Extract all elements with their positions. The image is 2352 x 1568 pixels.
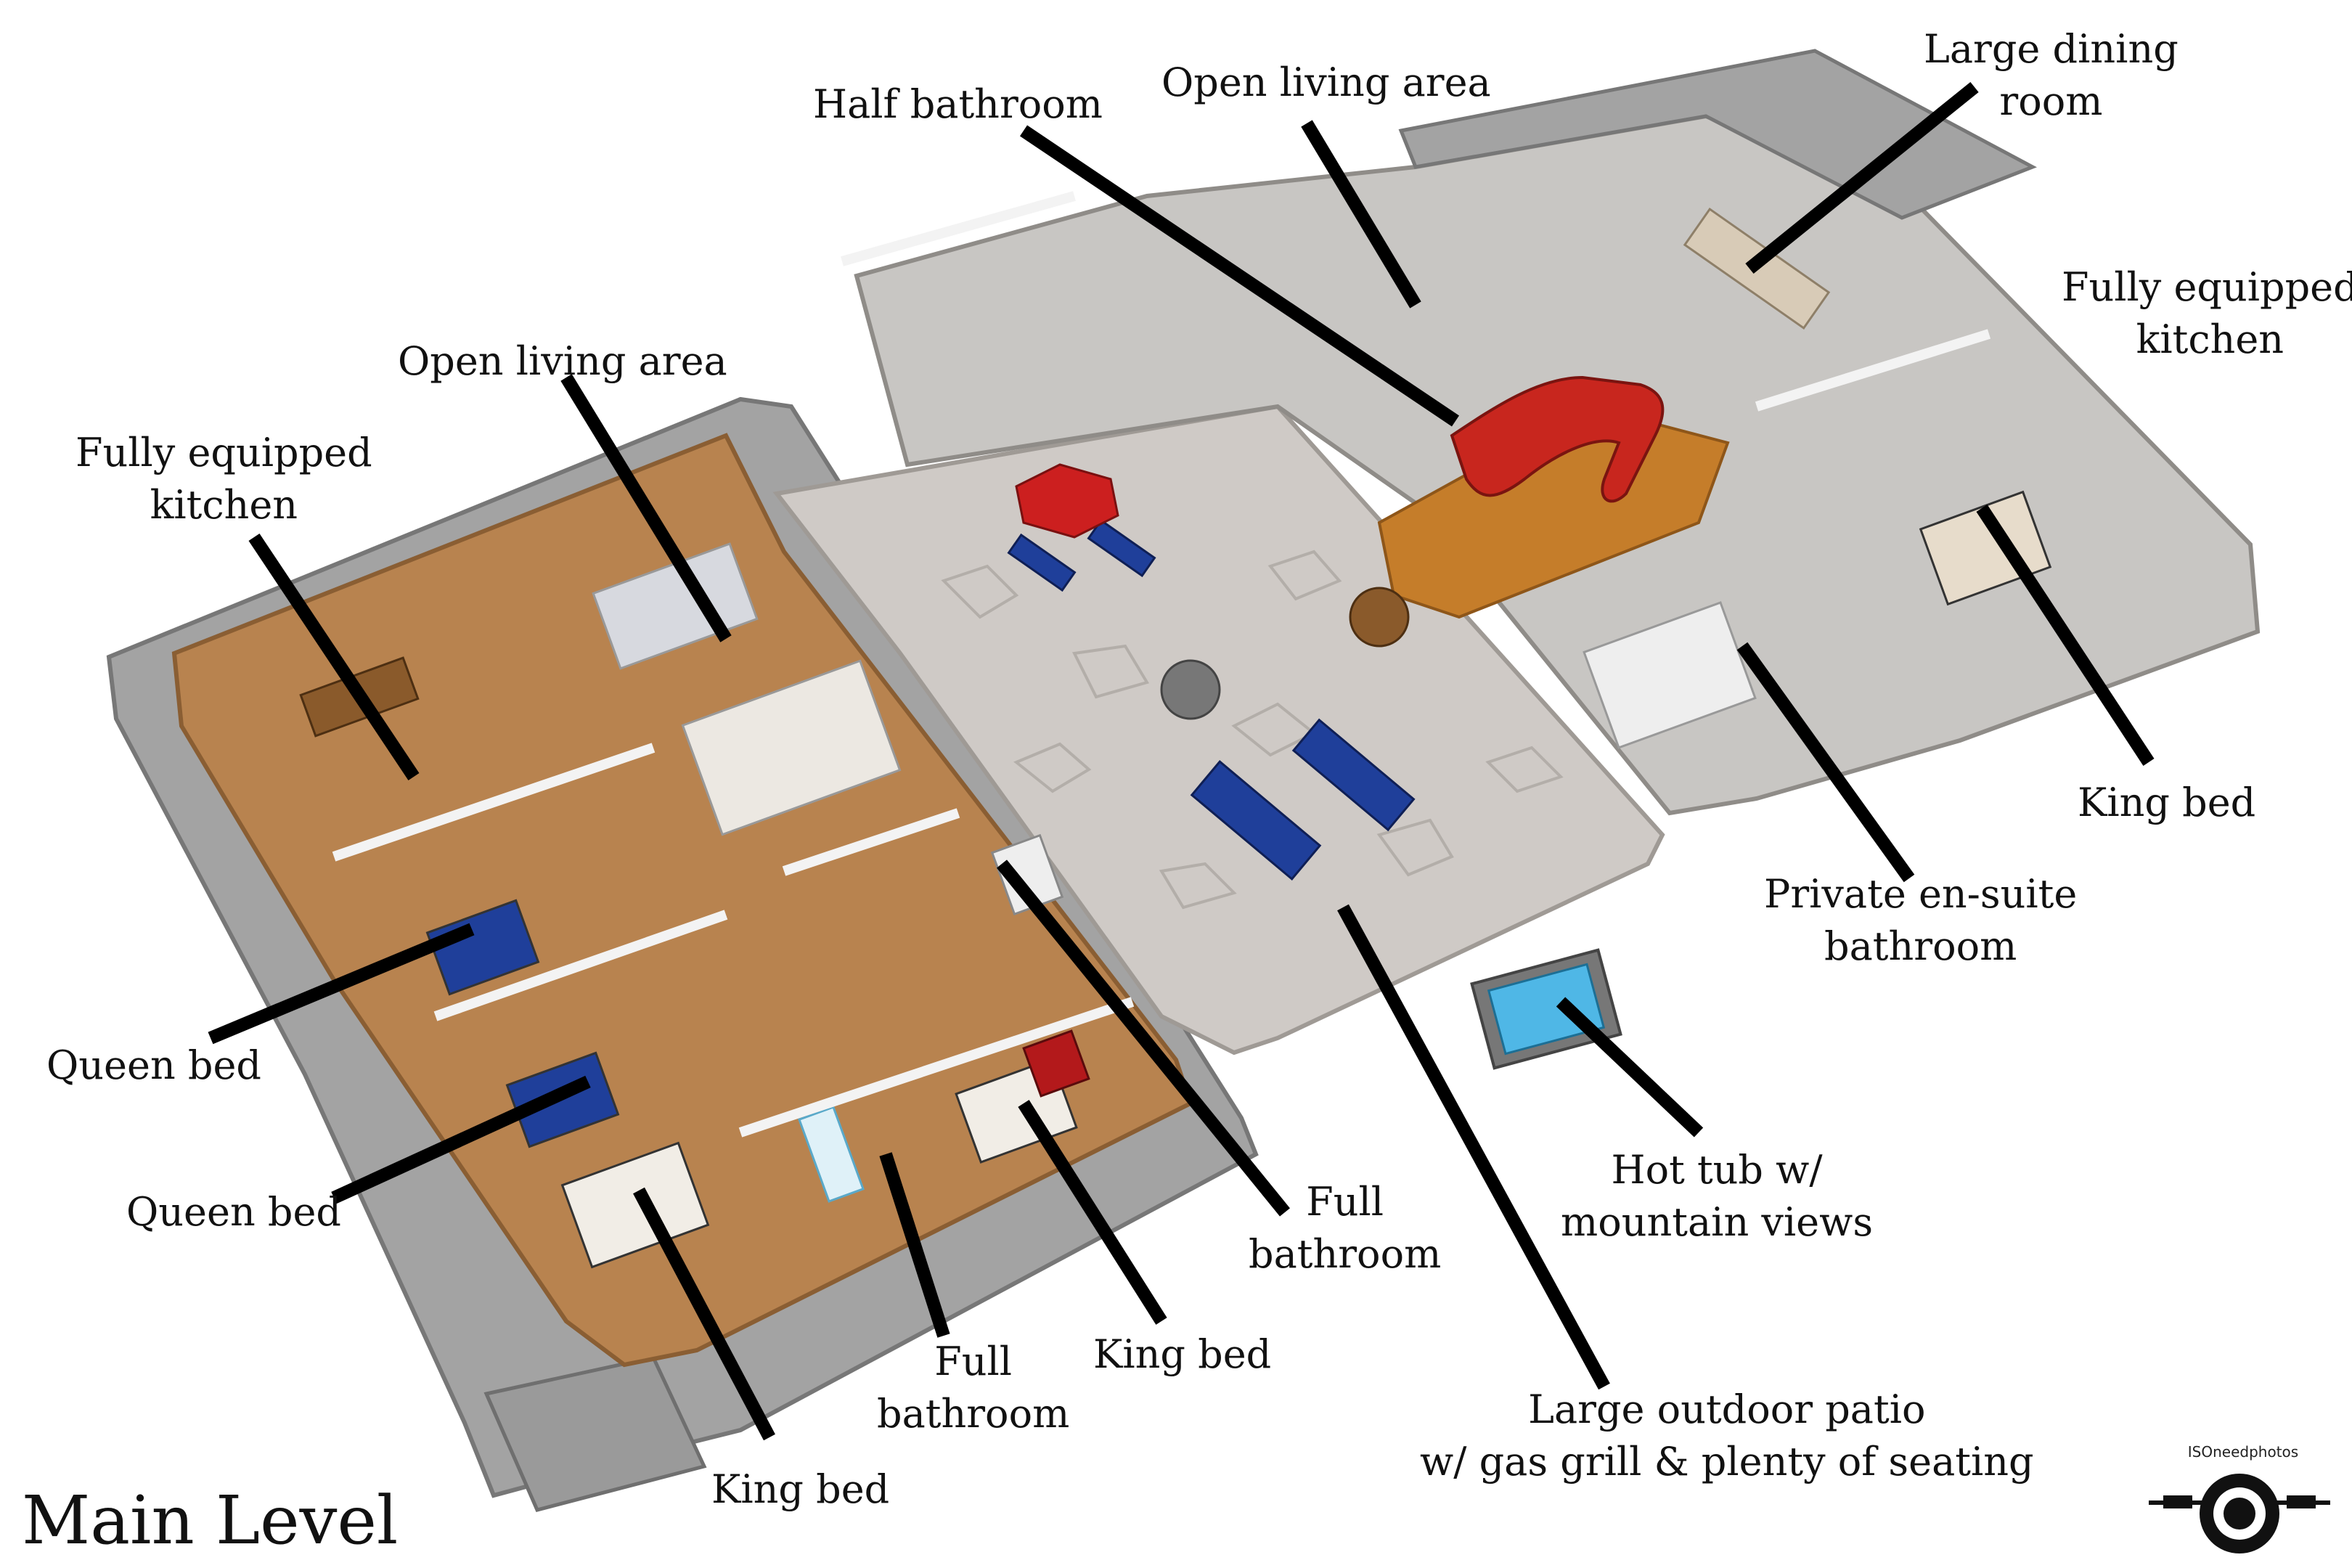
line-large-dining [1745,81,1979,274]
label-queen-bed-2: Queen bed [126,1189,341,1235]
leader-lines [208,81,2155,1441]
bath-tub-low [798,1106,865,1203]
upper-deck [1398,49,2037,220]
label-open-living-left: Open living area [398,338,727,384]
label-king-bed-low: King bed [711,1466,890,1512]
hot-tub-water [1487,963,1606,1055]
line-half-bath [1019,125,1460,427]
patio-table-1 [1160,659,1221,720]
patio-table-2 [1349,587,1410,648]
label-hot-tub: Hot tub w/mountain views [1561,1147,1874,1245]
red-kitchen-counter [1450,375,1665,503]
label-queen-bed-1: Queen bed [46,1042,261,1088]
wood-floor-left [171,433,1193,1368]
page-title: Main Level [22,1482,399,1559]
line-open-living-left [560,374,732,642]
line-patio [1337,904,1610,1390]
interior-walls [332,191,1991,1138]
patio-sofas [1007,518,1416,881]
stone-texture [941,550,1564,910]
living-rug-left [681,659,902,836]
line-queen-2 [331,1075,591,1204]
label-open-living-top: Open living area [1161,60,1491,105]
label-king-bed-right: King bed [2078,780,2256,825]
line-king-bed-low [633,1187,775,1441]
line-ensuite [1736,642,1915,883]
label-half-bathroom: Half bathroom [813,81,1103,127]
line-full-bath-low [879,1152,950,1338]
line-hot-tub [1556,997,1704,1138]
watermark-text: ISOneedphotos [2187,1443,2299,1461]
line-king-bed-right [1976,505,2155,766]
small-deck [483,1355,707,1512]
line-open-living-top [1301,120,1421,309]
line-kitchen-left [248,534,420,780]
photographer-logo-icon [2149,1474,2330,1553]
beds [425,490,2052,1269]
line-queen-1 [208,923,475,1045]
line-full-bath-mid [997,859,1290,1217]
red-umbrella [1015,463,1119,539]
line-king-bed-mid [1018,1100,1167,1325]
label-king-bed-mid: King bed [1093,1331,1272,1377]
living-rug-left-2 [592,542,759,670]
red-armchair [1022,1029,1090,1098]
